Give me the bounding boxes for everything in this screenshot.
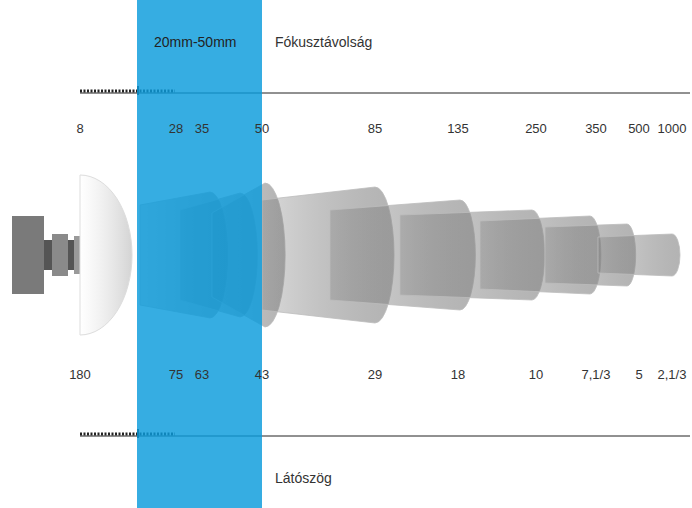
view-angle: 29: [368, 367, 382, 383]
focal-length: 135: [447, 121, 469, 137]
view-angle: 75: [169, 367, 183, 383]
view-angle: 5: [635, 367, 642, 383]
view-angle: 7,1/3: [582, 367, 611, 383]
focal-length: 28: [169, 121, 183, 137]
focal-length: 1000: [658, 121, 687, 137]
view-angle: 180: [69, 367, 91, 383]
band-title: 20mm-50mm: [154, 34, 236, 50]
view-angle: 2,1/3: [658, 367, 687, 383]
view-angle: 43: [255, 367, 269, 383]
view-angle: 10: [529, 367, 543, 383]
focal-length: 50: [255, 121, 269, 137]
focal-length: 8: [76, 121, 83, 137]
focal-length: 500: [628, 121, 650, 137]
focal-length: 350: [585, 121, 607, 137]
axis-title: Látószög: [275, 470, 332, 486]
focal-length: 250: [525, 121, 547, 137]
view-cone: [598, 234, 680, 276]
focal-range-band: 20mm-50mm: [137, 0, 262, 508]
focal-length: 35: [195, 121, 209, 137]
focal-length: 85: [368, 121, 382, 137]
view-angle: 63: [195, 367, 209, 383]
view-angle: 18: [451, 367, 465, 383]
axis-title: Fókusztávolság: [275, 34, 372, 50]
